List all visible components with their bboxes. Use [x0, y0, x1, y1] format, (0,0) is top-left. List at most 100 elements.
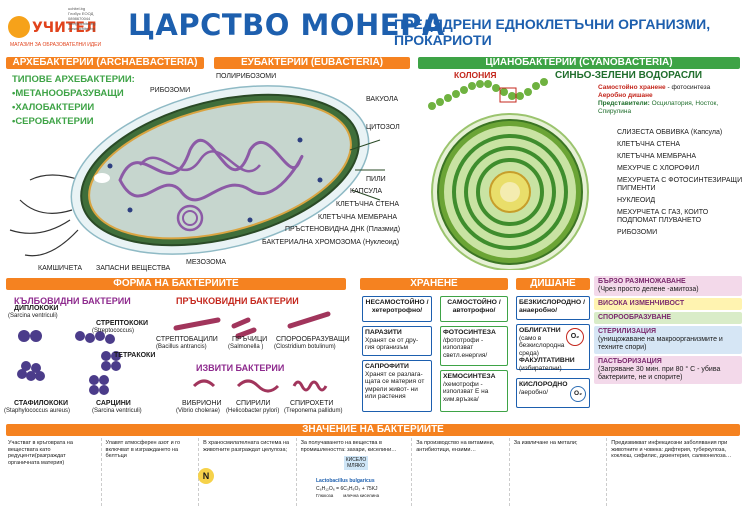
saprophytes-box: САПРОФИТИ Хранят се разлага- щата се мат… — [362, 360, 432, 412]
lacto-label: Lactobacillus bulgaricus — [316, 478, 375, 484]
cyano-line2: Аеробно дишане — [598, 92, 653, 99]
facultative-title: ФАКУЛТАТИВНИ — [519, 357, 575, 364]
label-mesosome: МЕЗОЗОМА — [186, 259, 227, 266]
coccus-latin: (Sarcina ventriculi) — [92, 408, 142, 414]
obligate-text: (само в безкислородна среда) — [519, 334, 565, 357]
parasites-box: ПАРАЗИТИ Хранят се от дру- гия организъм — [362, 326, 432, 356]
heterotroph-box: НЕСАМОСТОЙНО /хетеротрофно/ — [362, 296, 432, 322]
cyano-labels: СЛИЗЕСТА ОБВИВКА (Капсула) КЛЕТЪЧНА СТЕН… — [617, 129, 743, 237]
label-pili: ПИЛИ — [366, 176, 386, 183]
respiration-header: ДИШАНЕ — [516, 278, 590, 290]
label-cell-wall: КЛЕТЪЧНА СТЕНА — [336, 201, 399, 208]
parasites-text: Хранят се от дру- гия организъм — [365, 336, 419, 352]
curved-latin: (Vibrio cholerae) — [176, 408, 220, 414]
page-subtitle: ПРЕДЯДРЕНИ ЕДНОКЛЕТЪЧНИ ОРГАНИЗМИ, ПРОКА… — [394, 16, 711, 48]
curved-title: ИЗВИТИ БАКТЕРИИ — [196, 363, 285, 373]
label-polyribosomes: ПОЛИРИБОЗОМИ — [216, 73, 277, 80]
rod-latin: (Clostridium botulinum) — [274, 344, 336, 350]
property-title: БЪРЗО РАЗМНОЖАВАНЕ — [598, 278, 686, 285]
cyano-line1-bold: Самостойно хранене — [598, 84, 666, 91]
property-item: СПОРООБРАЗУВАНЕ — [594, 312, 742, 324]
property-title: ВИСОКА ИЗМЕНЧИВОСТ — [598, 300, 685, 307]
property-item: ПАСТЬОРИЗАЦИЯ (Загряване 30 мин. при 80 … — [594, 356, 742, 384]
aerobic-title: КИСЛОРОДНО — [519, 381, 568, 388]
rod-latin: (Bacillus antrancis) — [156, 344, 207, 350]
curved-name: СПИРОХЕТИ — [290, 400, 334, 407]
cyano-label: НУКЛЕОИД — [617, 197, 656, 204]
archaea-item: •ХАЛОБАКТЕРИИ — [12, 102, 95, 113]
parasites-title: ПАРАЗИТИ — [365, 329, 402, 336]
cyano-colony-label: КОЛОНИЯ — [454, 70, 497, 80]
property-title: ПАСТЬОРИЗАЦИЯ — [598, 358, 662, 365]
photo-title: ФОТОСИНТЕЗА — [443, 329, 496, 336]
archaea-item: •СЕРОБАКТЕРИИ — [12, 116, 94, 127]
meaning-cell: За производство на витамини, антибиотици… — [414, 438, 510, 506]
cyano-label: РИБОЗОМИ — [617, 229, 658, 236]
label-cytosol: ЦИТОЗОЛ — [366, 124, 400, 131]
cyano-line3: Осцилатория, Носток, Спирулина — [598, 100, 719, 115]
cocci-title: КЪЛБОВИДНИ БАКТЕРИИ — [14, 296, 131, 306]
coccus-name: СТАФИЛОКОКИ — [14, 400, 68, 407]
logo-tagline: МАГАЗИН ЗА ОБРАЗОВАТЕЛНИ ИДЕИ — [10, 42, 102, 48]
coccus-latin: (Streptococcus) — [92, 328, 135, 334]
archaea-header: АРХЕБАКТЕРИИ (ARCHAEBACTERIA) — [6, 57, 204, 69]
label-plasmid: ПРЪСТЕНОВИДНА ДНК (Плазмид) — [285, 226, 401, 233]
anaerobic-title: БЕЗКИСЛОРОДНО /анаеробно/ — [519, 299, 585, 314]
bacteria-forms-illustration — [17, 311, 331, 395]
label-chromosome: БАКТЕРИАЛНА ХРОМОЗОМА (Нуклеоид) — [262, 239, 400, 246]
cyano-label: МЕХУРЧЕ С ХЛОРОФИЛ — [617, 165, 700, 172]
cyano-desc: Самостойно хранене - фотосинтеза Аеробно… — [598, 84, 743, 116]
autotroph-box: САМОСТОЙНО /автотрофно/ — [440, 296, 508, 322]
curved-name: СПИРИЛИ — [236, 400, 271, 407]
cyano-label: МЕХУРЧЕТА С ГАЗ, КОИТО ПОДПОМАТ ПЛУВАНЕТ… — [617, 209, 709, 224]
property-item: СТЕРИЛИЗАЦИЯ (унищожаване на макрооргани… — [594, 326, 742, 354]
facultative-text: (избирателни) — [519, 364, 562, 372]
rod-latin: (Salmonella ) — [228, 344, 264, 350]
bacterium-illustration — [9, 85, 385, 257]
anaerobic-box: БЕЗКИСЛОРОДНО /анаеробно/ — [516, 296, 590, 320]
label-storage: ЗАПАСНИ ВЕЩЕСТВА — [96, 265, 171, 272]
aerobic-box: КИСЛОРОДНО /аеробно/ — [516, 378, 590, 408]
logo-info: uchitel.bg Глобус ЕООД 0898670044 info@u… — [68, 6, 96, 31]
property-item: ВИСОКА ИЗМЕНЧИВОСТ — [594, 298, 742, 310]
cyano-title: СИНЬО-ЗЕЛЕНИ ВОДОРАСЛИ — [555, 70, 703, 81]
chemosynthesis-box: ХЕМОСИНТЕЗА /хемотрофи - използват Е на … — [440, 370, 508, 412]
property-title: СТЕРИЛИЗАЦИЯ — [598, 328, 657, 335]
archaea-types-title: ТИПОВЕ АРХЕБАКТЕРИИ: — [12, 74, 135, 85]
label-vacuole: ВАКУОЛА — [366, 96, 399, 103]
formula-sub: Глюкоза млечна киселина — [316, 493, 380, 498]
properties-list: БЪРЗО РАЗМНОЖАВАНЕ (Чрез просто делене -… — [594, 276, 742, 384]
property-sub: (Загряване 30 мин. при 80 ° С - убива ба… — [598, 366, 721, 381]
photo-text: /фототрофи - използват светл.енергия/ — [443, 336, 488, 359]
rod-name: ПРЪЧИЦИ — [232, 336, 268, 343]
o2-crossed-icon: O₂ — [566, 328, 584, 346]
rod-name: СТРЕПТОБАЦИЛИ — [156, 336, 218, 343]
property-title: СПОРООБРАЗУВАНЕ — [598, 314, 672, 321]
meaning-header: ЗНАЧЕНИЕ НА БАКТЕРИИТЕ — [6, 424, 740, 436]
autotroph-title: САМОСТОЙНО /автотрофно/ — [447, 299, 501, 314]
photosynthesis-box: ФОТОСИНТЕЗА /фототрофи - използват светл… — [440, 326, 508, 366]
formula: C₆H₁₂O₆ = 6C₃H₆O₃ + 75KJ — [316, 486, 378, 492]
archaea-item: •МЕТАНООБРАЗУВАЩИ — [12, 88, 124, 99]
logo-sun-icon — [8, 16, 30, 38]
cyano-label: КЛЕТЪЧНА МЕМБРАНА — [617, 153, 697, 160]
coccus-name: ДИПЛОКОКИ — [14, 305, 59, 312]
meaning-cell: Предизвикват инфекциозни заболявания при… — [611, 440, 732, 459]
cyano-line1: - фотосинтеза — [665, 84, 711, 91]
meaning-cell: Улавят атмосферен азот и го включват в и… — [104, 438, 200, 506]
label-ribosomes: РИБОЗОМИ — [150, 87, 191, 94]
cyano-label: МЕХУРЧЕТА С ФОТОСИНТЕЗИРАЩИ ПИГМЕНТИ — [617, 177, 743, 192]
cyano-line3-bold: Представители: — [598, 100, 650, 107]
yogurt-label: КИСЕЛО МЛЯКО — [344, 456, 368, 470]
meaning-cell: За извличане на метали; — [512, 438, 608, 506]
cyano-header: ЦИАНОБАКТЕРИИ (CYANOBACTERIA) — [418, 57, 740, 69]
forms-header: ФОРМА НА БАКТЕРИИТЕ — [6, 278, 346, 290]
property-item: БЪРЗО РАЗМНОЖАВАНЕ (Чрез просто делене -… — [594, 276, 742, 296]
meaning-cell: Участват в кръговрата на веществата като… — [6, 438, 102, 506]
label-cell-membrane: КЛЕТЪЧНА МЕМБРАНА — [318, 214, 398, 221]
heterotroph-title: НЕСАМОСТОЙНО /хетеротрофно/ — [365, 299, 429, 314]
curved-latin: (Helicobacter pylori) — [226, 408, 280, 414]
saprophytes-title: САПРОФИТИ — [365, 363, 409, 370]
curved-latin: (Treponema pallidum) — [284, 408, 343, 414]
chemo-title: ХЕМОСИНТЕЗА — [443, 373, 496, 380]
